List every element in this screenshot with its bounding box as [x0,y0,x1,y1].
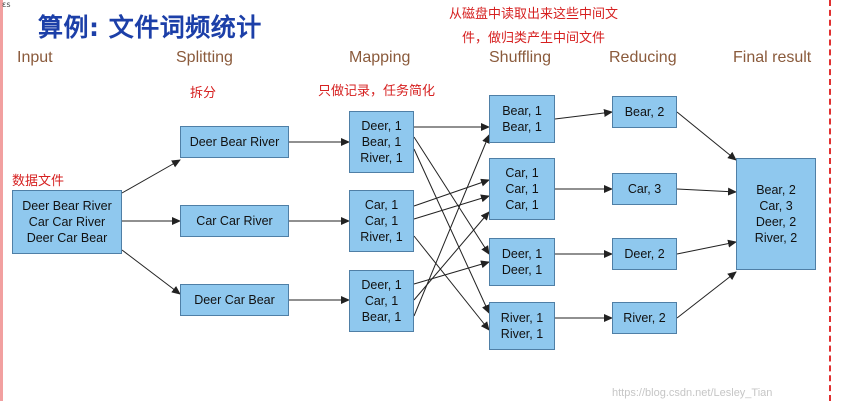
map-line: Bear, 1 [361,135,402,149]
map-line: Deer, 1 [361,278,402,292]
stage-label-reducing: Reducing [609,49,677,66]
map-line: Bear, 1 [361,310,402,324]
split-box-1: Deer Bear River [180,126,289,158]
reduce-line: Car, 3 [627,182,662,196]
split-line: Car Car River [196,214,273,228]
shuffle-box-river: River, 1 River, 1 [489,302,555,350]
final-line: River, 2 [754,231,798,245]
map-line: Car, 1 [364,214,399,228]
map-box-2: Car, 1 Car, 1 River, 1 [349,190,414,252]
stage-label-splitting: Splitting [176,49,233,66]
shuffle-line: Bear, 1 [502,104,542,118]
split-box-2: Car Car River [180,205,289,237]
shuffle-line: River, 1 [500,327,544,341]
split-line: Deer Car Bear [194,293,275,307]
corner-mark: ɛs [2,0,11,9]
shuffle-line: Bear, 1 [502,120,542,134]
reduce-box-river: River, 2 [612,302,677,334]
map-box-3: Deer, 1 Car, 1 Bear, 1 [349,270,414,332]
stage-label-input: Input [17,49,53,66]
shuffle-line: Car, 1 [505,198,539,212]
shuffle-note-line2: 件，做归类产生中间文件 [462,31,606,46]
reduce-box-bear: Bear, 2 [612,96,677,128]
input-line: Deer Bear River [22,199,112,213]
map-line: Car, 1 [364,198,399,212]
shuffle-note-line1: 从磁盘中读取出来这些中间文 [449,7,619,22]
stage-label-mapping: Mapping [349,49,411,66]
final-line: Deer, 2 [755,215,797,229]
watermark: https://blog.csdn.net/Lesley_Tian [612,387,773,399]
shuffle-line: Car, 1 [505,182,539,196]
input-line: Deer Car Bear [26,231,108,245]
dashed-divider [829,0,831,401]
final-line: Car, 3 [759,199,793,213]
reduce-line: River, 2 [623,311,666,325]
input-note: 数据文件 [12,174,65,189]
map-line: Car, 1 [364,294,399,308]
stage-label-shuffling: Shuffling [489,49,551,66]
final-result-box: Bear, 2 Car, 3 Deer, 2 River, 2 [736,158,816,270]
map-line: River, 1 [360,151,403,165]
shuffle-box-car: Car, 1 Car, 1 Car, 1 [489,158,555,220]
map-line: Deer, 1 [361,119,402,133]
left-edge-line [0,0,3,401]
split-box-3: Deer Car Bear [180,284,289,316]
shuffle-box-deer: Deer, 1 Deer, 1 [489,238,555,286]
shuffle-line: Deer, 1 [501,247,543,261]
reduce-line: Deer, 2 [624,247,665,261]
shuffle-line: River, 1 [500,311,544,325]
shuffle-box-bear: Bear, 1 Bear, 1 [489,95,555,143]
final-line: Bear, 2 [756,183,796,197]
page-title: 算例: 文件词频统计 [38,13,262,42]
shuffle-line: Deer, 1 [501,263,543,277]
map-note: 只做记录，任务简化 [318,84,436,99]
reduce-box-deer: Deer, 2 [612,238,677,270]
shuffle-line: Car, 1 [505,166,539,180]
reduce-box-car: Car, 3 [612,173,677,205]
input-box: Deer Bear River Car Car River Deer Car B… [12,190,122,254]
split-note: 拆分 [190,86,217,101]
stage-label-final: Final result [733,49,812,66]
split-line: Deer Bear River [189,135,280,149]
map-line: River, 1 [360,230,403,244]
map-box-1: Deer, 1 Bear, 1 River, 1 [349,111,414,173]
reduce-line: Bear, 2 [624,105,665,119]
input-line: Car Car River [28,215,106,229]
